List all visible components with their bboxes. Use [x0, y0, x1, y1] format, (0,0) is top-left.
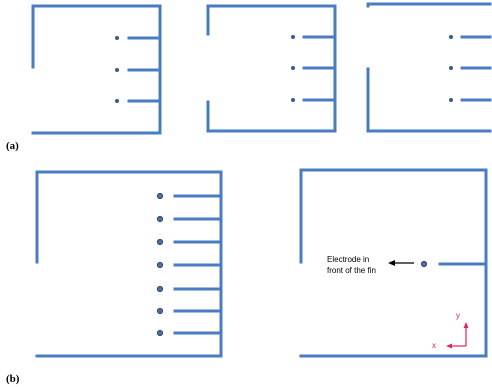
arrow-head	[388, 260, 395, 266]
electrode	[156, 261, 164, 269]
box-wall	[366, 2, 492, 8]
electrode	[115, 36, 119, 40]
electrode	[115, 68, 119, 72]
electrode	[156, 238, 164, 246]
panel-label-a: (a)	[6, 140, 19, 152]
electrode	[156, 192, 164, 200]
panel-a-box-3	[366, 2, 492, 133]
y-axis-arrowhead	[463, 322, 469, 328]
electrode	[291, 98, 295, 102]
electrode	[156, 215, 164, 223]
electrode	[291, 35, 295, 39]
panel-b-box-1	[35, 170, 223, 358]
coordinate-axes: y x	[432, 311, 469, 350]
electrode	[156, 329, 164, 337]
panel-b-box-2: Electrode in front of the fin	[299, 168, 488, 358]
electrode	[156, 285, 164, 293]
box-wall	[299, 168, 488, 358]
y-axis-label: y	[456, 311, 460, 320]
electrode	[420, 260, 428, 268]
box-wall	[31, 4, 162, 135]
panel-a-box-1	[31, 4, 162, 135]
electrode	[156, 307, 164, 315]
electrode	[115, 99, 119, 103]
x-axis-label: x	[432, 341, 436, 350]
panel-label-b: (b)	[6, 373, 20, 385]
electrode	[449, 35, 453, 39]
annotation-line-1: Electrode in	[327, 255, 369, 264]
panel-a-box-2	[206, 4, 337, 133]
box-wall	[366, 67, 492, 133]
electrode	[449, 66, 453, 70]
electrode	[449, 98, 453, 102]
x-axis-arrowhead	[446, 343, 452, 349]
annotation-line-2: front of the fin	[327, 266, 376, 275]
box-wall	[35, 170, 223, 358]
electrode	[291, 66, 295, 70]
